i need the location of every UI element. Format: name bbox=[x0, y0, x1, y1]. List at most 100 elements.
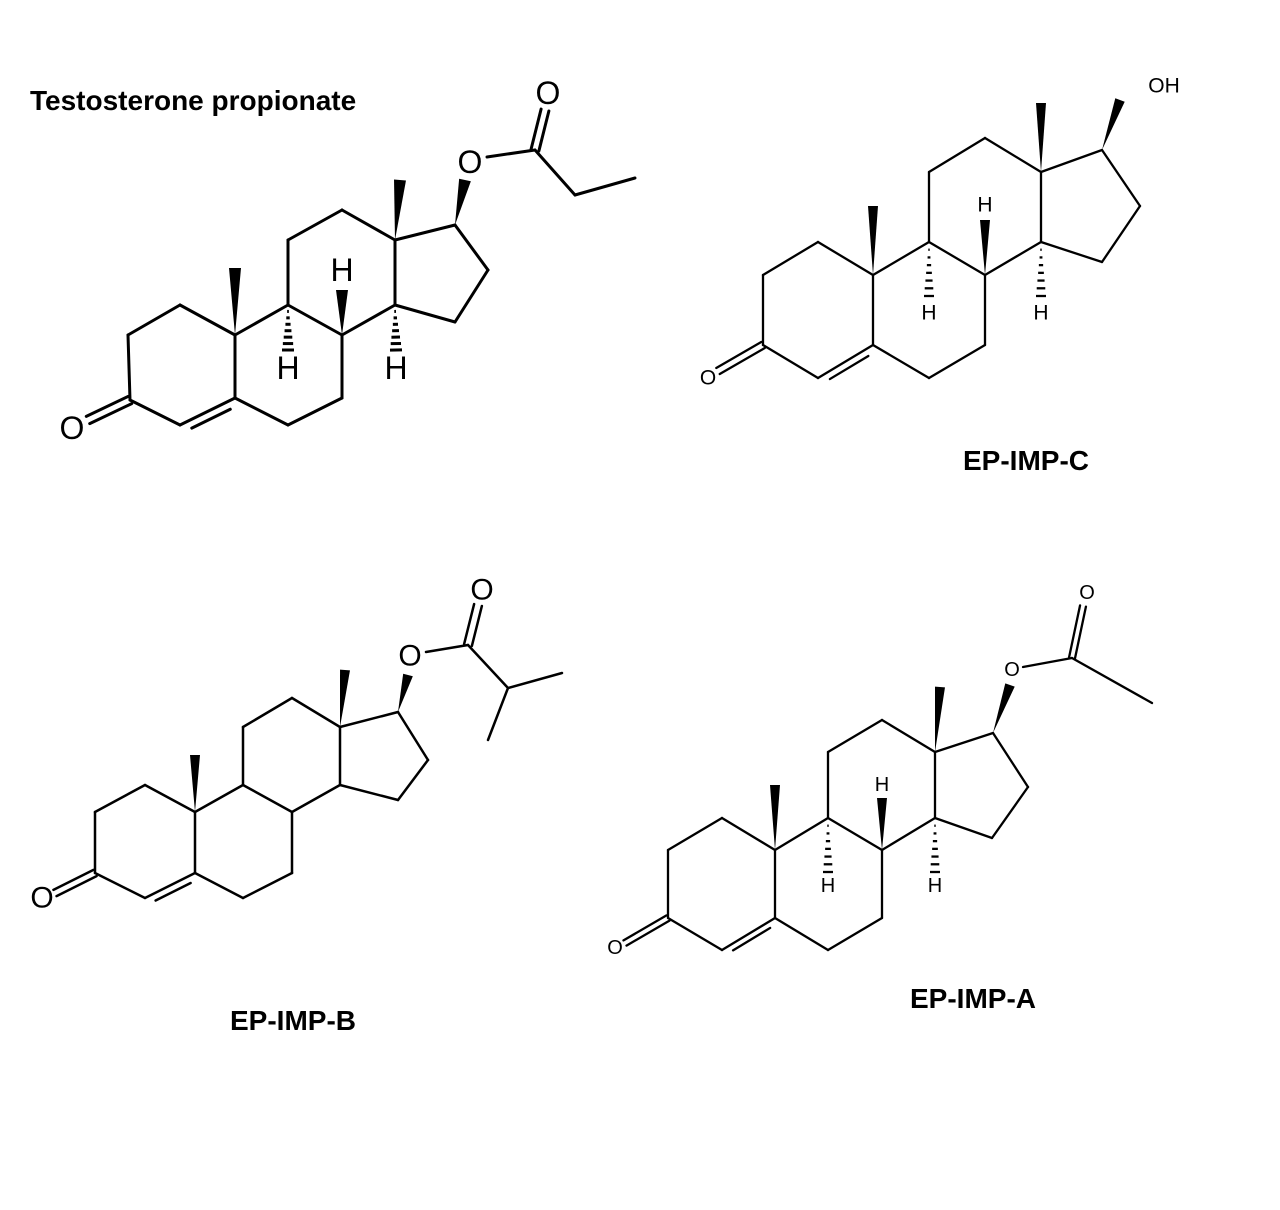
bond bbox=[143, 871, 197, 900]
hashed-bond bbox=[282, 309, 294, 352]
bond bbox=[233, 396, 290, 427]
wedge-bond bbox=[190, 755, 200, 812]
bond bbox=[826, 718, 884, 754]
bond bbox=[126, 303, 182, 337]
bond bbox=[720, 816, 777, 852]
wedge-bond bbox=[394, 179, 406, 240]
bond bbox=[241, 871, 294, 900]
bond bbox=[338, 783, 400, 802]
oxygen-label: O bbox=[1004, 659, 1020, 681]
wedge-bond bbox=[1102, 98, 1125, 150]
bond bbox=[826, 816, 884, 852]
oxygen-label: O bbox=[700, 367, 716, 390]
hydrogen-label: H bbox=[875, 774, 889, 796]
bond bbox=[126, 333, 132, 402]
bond bbox=[1100, 148, 1142, 208]
bond bbox=[1067, 604, 1082, 659]
wedge-bond bbox=[935, 686, 945, 752]
bond bbox=[338, 710, 400, 729]
bond bbox=[233, 303, 290, 337]
bond bbox=[393, 303, 457, 324]
wedge-bond bbox=[770, 785, 780, 850]
hydroxyl-label: OH bbox=[1148, 75, 1180, 98]
bond bbox=[193, 783, 245, 814]
hydrogen-label: H bbox=[1033, 302, 1048, 325]
title-ep-imp-a: EP-IMP-A bbox=[910, 983, 1036, 1014]
oxygen-label: O bbox=[458, 144, 483, 180]
bond bbox=[506, 671, 564, 690]
bond bbox=[573, 176, 637, 197]
hydrogen-label: H bbox=[384, 350, 407, 386]
bond bbox=[880, 816, 937, 852]
oxygen-label: O bbox=[60, 410, 85, 446]
bond bbox=[666, 816, 724, 852]
bond bbox=[143, 783, 197, 814]
bond bbox=[622, 914, 668, 942]
molecule-ep-imp-b: O O O bbox=[30, 574, 564, 915]
bond bbox=[84, 394, 130, 418]
bond bbox=[286, 303, 344, 337]
bond bbox=[816, 240, 875, 277]
bond bbox=[1039, 240, 1104, 264]
bond bbox=[154, 881, 192, 902]
wedge-bond bbox=[455, 178, 471, 225]
bond bbox=[927, 136, 987, 174]
bond bbox=[424, 643, 470, 654]
bond bbox=[462, 602, 476, 646]
bond bbox=[666, 916, 724, 952]
hydrogen-label: H bbox=[921, 302, 936, 325]
bond bbox=[983, 136, 1043, 174]
wedge-bond bbox=[340, 669, 350, 727]
bond bbox=[537, 109, 551, 153]
bond bbox=[871, 240, 931, 277]
bond bbox=[178, 396, 237, 427]
bond bbox=[933, 731, 995, 754]
oxygen-label: O bbox=[30, 882, 53, 915]
hydrogen-label: H bbox=[821, 875, 835, 897]
hashed-bond bbox=[924, 248, 934, 298]
bond bbox=[927, 343, 987, 380]
hydrogen-label: H bbox=[276, 350, 299, 386]
bond bbox=[241, 783, 294, 814]
bond bbox=[1100, 204, 1142, 264]
bond bbox=[731, 926, 772, 952]
bond bbox=[991, 731, 1030, 789]
bond bbox=[871, 343, 931, 380]
title-testosterone-propionate: Testosterone propionate bbox=[30, 85, 356, 116]
hydrogen-label: H bbox=[330, 252, 353, 288]
bond bbox=[286, 208, 344, 242]
hashed-bond bbox=[1036, 248, 1046, 298]
wedge-bond bbox=[336, 290, 348, 335]
bond bbox=[396, 710, 430, 762]
bond bbox=[773, 816, 830, 852]
bond bbox=[826, 916, 884, 952]
bond bbox=[625, 919, 671, 947]
bond bbox=[880, 718, 937, 754]
bond bbox=[485, 148, 537, 159]
bond bbox=[190, 407, 232, 430]
bond bbox=[93, 871, 147, 900]
bond bbox=[718, 346, 766, 376]
bond bbox=[1039, 148, 1104, 174]
hashed-bond bbox=[823, 824, 833, 874]
bond bbox=[241, 696, 294, 729]
wedge-bond bbox=[877, 798, 887, 850]
hydrogen-label: H bbox=[977, 194, 992, 217]
bond bbox=[128, 398, 182, 427]
oxygen-label: O bbox=[398, 640, 421, 673]
hashed-bond bbox=[389, 309, 403, 352]
bond bbox=[773, 916, 830, 952]
bond bbox=[340, 208, 397, 242]
oxygen-label: O bbox=[470, 574, 493, 607]
bond bbox=[720, 916, 777, 952]
bond bbox=[193, 871, 245, 900]
bond bbox=[453, 268, 490, 324]
wedge-bond bbox=[398, 673, 413, 712]
title-ep-imp-c: EP-IMP-C bbox=[963, 445, 1089, 476]
hydrogen-label: H bbox=[928, 875, 942, 897]
bond bbox=[393, 223, 457, 242]
bond bbox=[828, 354, 870, 381]
